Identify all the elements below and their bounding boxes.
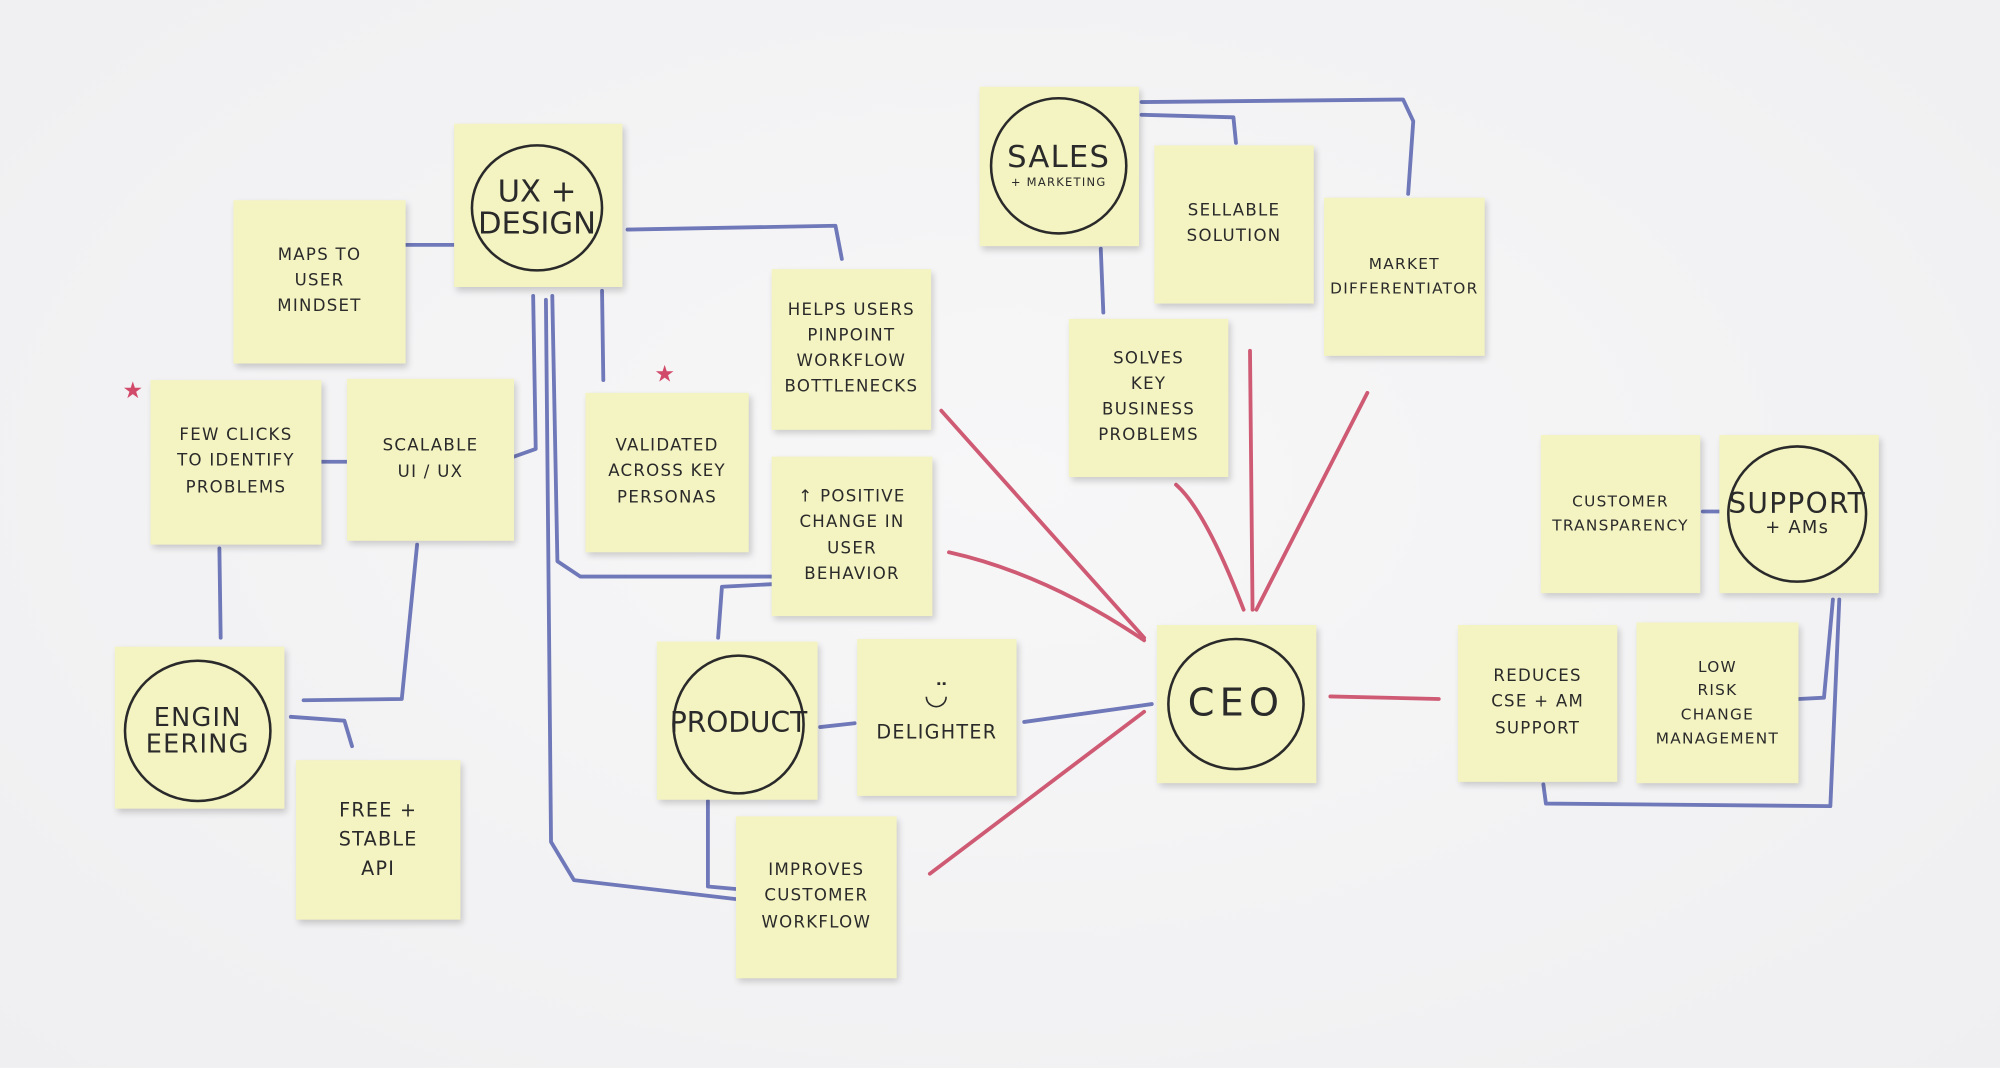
note-text: HELPS USERS PINPOINT WORKFLOW BOTTLENECK… [784, 300, 919, 397]
note-text: SUPPORT [1728, 488, 1867, 521]
blue-line [625, 223, 844, 261]
note-text: IMPROVES CUSTOMER WORKFLOW [761, 861, 872, 932]
smiley-icon: ◡̈ [923, 679, 950, 712]
blue-line [716, 582, 774, 640]
note-positive-change[interactable]: ↑ POSITIVE CHANGE IN USER BEHAVIOR [771, 456, 933, 617]
red-line [939, 408, 1147, 640]
red-line [1248, 348, 1255, 612]
blue-line [512, 294, 538, 459]
note-maps-to-user-mindset[interactable]: MAPS TO USER MINDSET [233, 200, 406, 364]
note-ux-design[interactable]: UX + DESIGN [454, 123, 623, 287]
note-text: ↑ POSITIVE CHANGE IN USER BEHAVIOR [798, 487, 906, 584]
blue-line [600, 288, 606, 383]
note-text: CUSTOMER TRANSPARENCY [1552, 492, 1689, 535]
star-icon: ★ [122, 377, 144, 405]
blue-line [818, 721, 857, 729]
note-support-ams[interactable]: SUPPORT + AMs [1719, 434, 1879, 594]
note-subtext: + MARKETING [1010, 177, 1107, 190]
note-validated-personas[interactable]: VALIDATED ACROSS KEY PERSONAS [585, 392, 749, 553]
note-improves-workflow[interactable]: IMPROVES CUSTOMER WORKFLOW [735, 816, 897, 979]
blue-line [288, 714, 354, 749]
note-customer-transparency[interactable]: CUSTOMER TRANSPARENCY [1540, 434, 1701, 594]
red-line [927, 709, 1147, 876]
circle-icon: PRODUCT [669, 654, 808, 795]
note-engineering[interactable]: ENGIN EERING [114, 646, 285, 809]
blue-line [217, 546, 223, 640]
note-free-stable-api[interactable]: FREE + STABLE API [295, 760, 461, 920]
red-line [947, 550, 1147, 643]
note-text: SELLABLE SOLUTION [1186, 201, 1282, 247]
note-text: CEO [1187, 681, 1285, 727]
blue-line [550, 294, 774, 579]
note-text: FREE + STABLE API [338, 797, 418, 881]
star-icon: ★ [654, 360, 675, 388]
red-line [1254, 390, 1370, 612]
note-reduces-support[interactable]: REDUCES CSE + AM SUPPORT [1457, 624, 1618, 782]
note-low-risk-change[interactable]: LOW RISK CHANGE MANAGEMENT [1636, 622, 1799, 784]
note-delighter[interactable]: ◡̈ DELIGHTER [857, 639, 1017, 796]
note-text: MARKET DIFFERENTIATOR [1330, 255, 1479, 298]
note-text: SCALABLE UI / UX [382, 436, 479, 482]
red-line [1328, 694, 1441, 701]
note-sales-marketing[interactable]: SALES + MARKETING [979, 86, 1140, 247]
note-subtext: + AMs [1765, 518, 1830, 539]
blue-line [1139, 97, 1416, 196]
blue-line [705, 799, 738, 891]
note-scalable-ui-ux[interactable]: SCALABLE UI / UX [346, 378, 515, 541]
note-text: DELIGHTER [876, 720, 998, 744]
note-product[interactable]: PRODUCT [656, 641, 818, 800]
note-ceo[interactable]: CEO [1156, 624, 1317, 784]
blue-line [1541, 597, 1842, 809]
blue-line [1022, 702, 1154, 724]
red-line [1174, 482, 1246, 612]
note-market-differentiator[interactable]: MARKET DIFFERENTIATOR [1323, 197, 1485, 356]
note-text: REDUCES CSE + AM SUPPORT [1491, 667, 1585, 738]
note-text: MAPS TO USER MINDSET [277, 245, 362, 317]
note-text: FEW CLICKS TO IDENTIFY PROBLEMS [177, 426, 295, 497]
circle-icon: SALES + MARKETING [989, 96, 1128, 235]
blue-line [1796, 597, 1835, 701]
note-text: SOLVES KEY BUSINESS PROBLEMS [1098, 349, 1199, 446]
note-text: SALES [1007, 138, 1111, 175]
blue-line [1139, 112, 1238, 145]
note-text: UX + DESIGN [477, 173, 596, 242]
note-text: LOW RISK CHANGE MANAGEMENT [1655, 657, 1780, 747]
note-text: VALIDATED ACROSS KEY PERSONAS [608, 436, 726, 508]
note-few-clicks[interactable]: FEW CLICKS TO IDENTIFY PROBLEMS [150, 380, 322, 545]
circle-icon: ENGIN EERING [123, 659, 272, 803]
circle-icon: CEO [1167, 637, 1305, 771]
blue-line [301, 542, 420, 703]
note-sellable-solution[interactable]: SELLABLE SOLUTION [1154, 145, 1314, 304]
blue-line [544, 297, 740, 902]
note-text: PRODUCT [669, 708, 808, 741]
blue-line [1098, 246, 1106, 315]
note-text: ENGIN EERING [145, 701, 250, 759]
circle-icon: SUPPORT + AMs [1727, 445, 1868, 583]
circle-icon: UX + DESIGN [470, 144, 604, 272]
note-solves-business-problems[interactable]: SOLVES KEY BUSINESS PROBLEMS [1068, 318, 1229, 478]
note-helps-users[interactable]: HELPS USERS PINPOINT WORKFLOW BOTTLENECK… [771, 269, 932, 430]
